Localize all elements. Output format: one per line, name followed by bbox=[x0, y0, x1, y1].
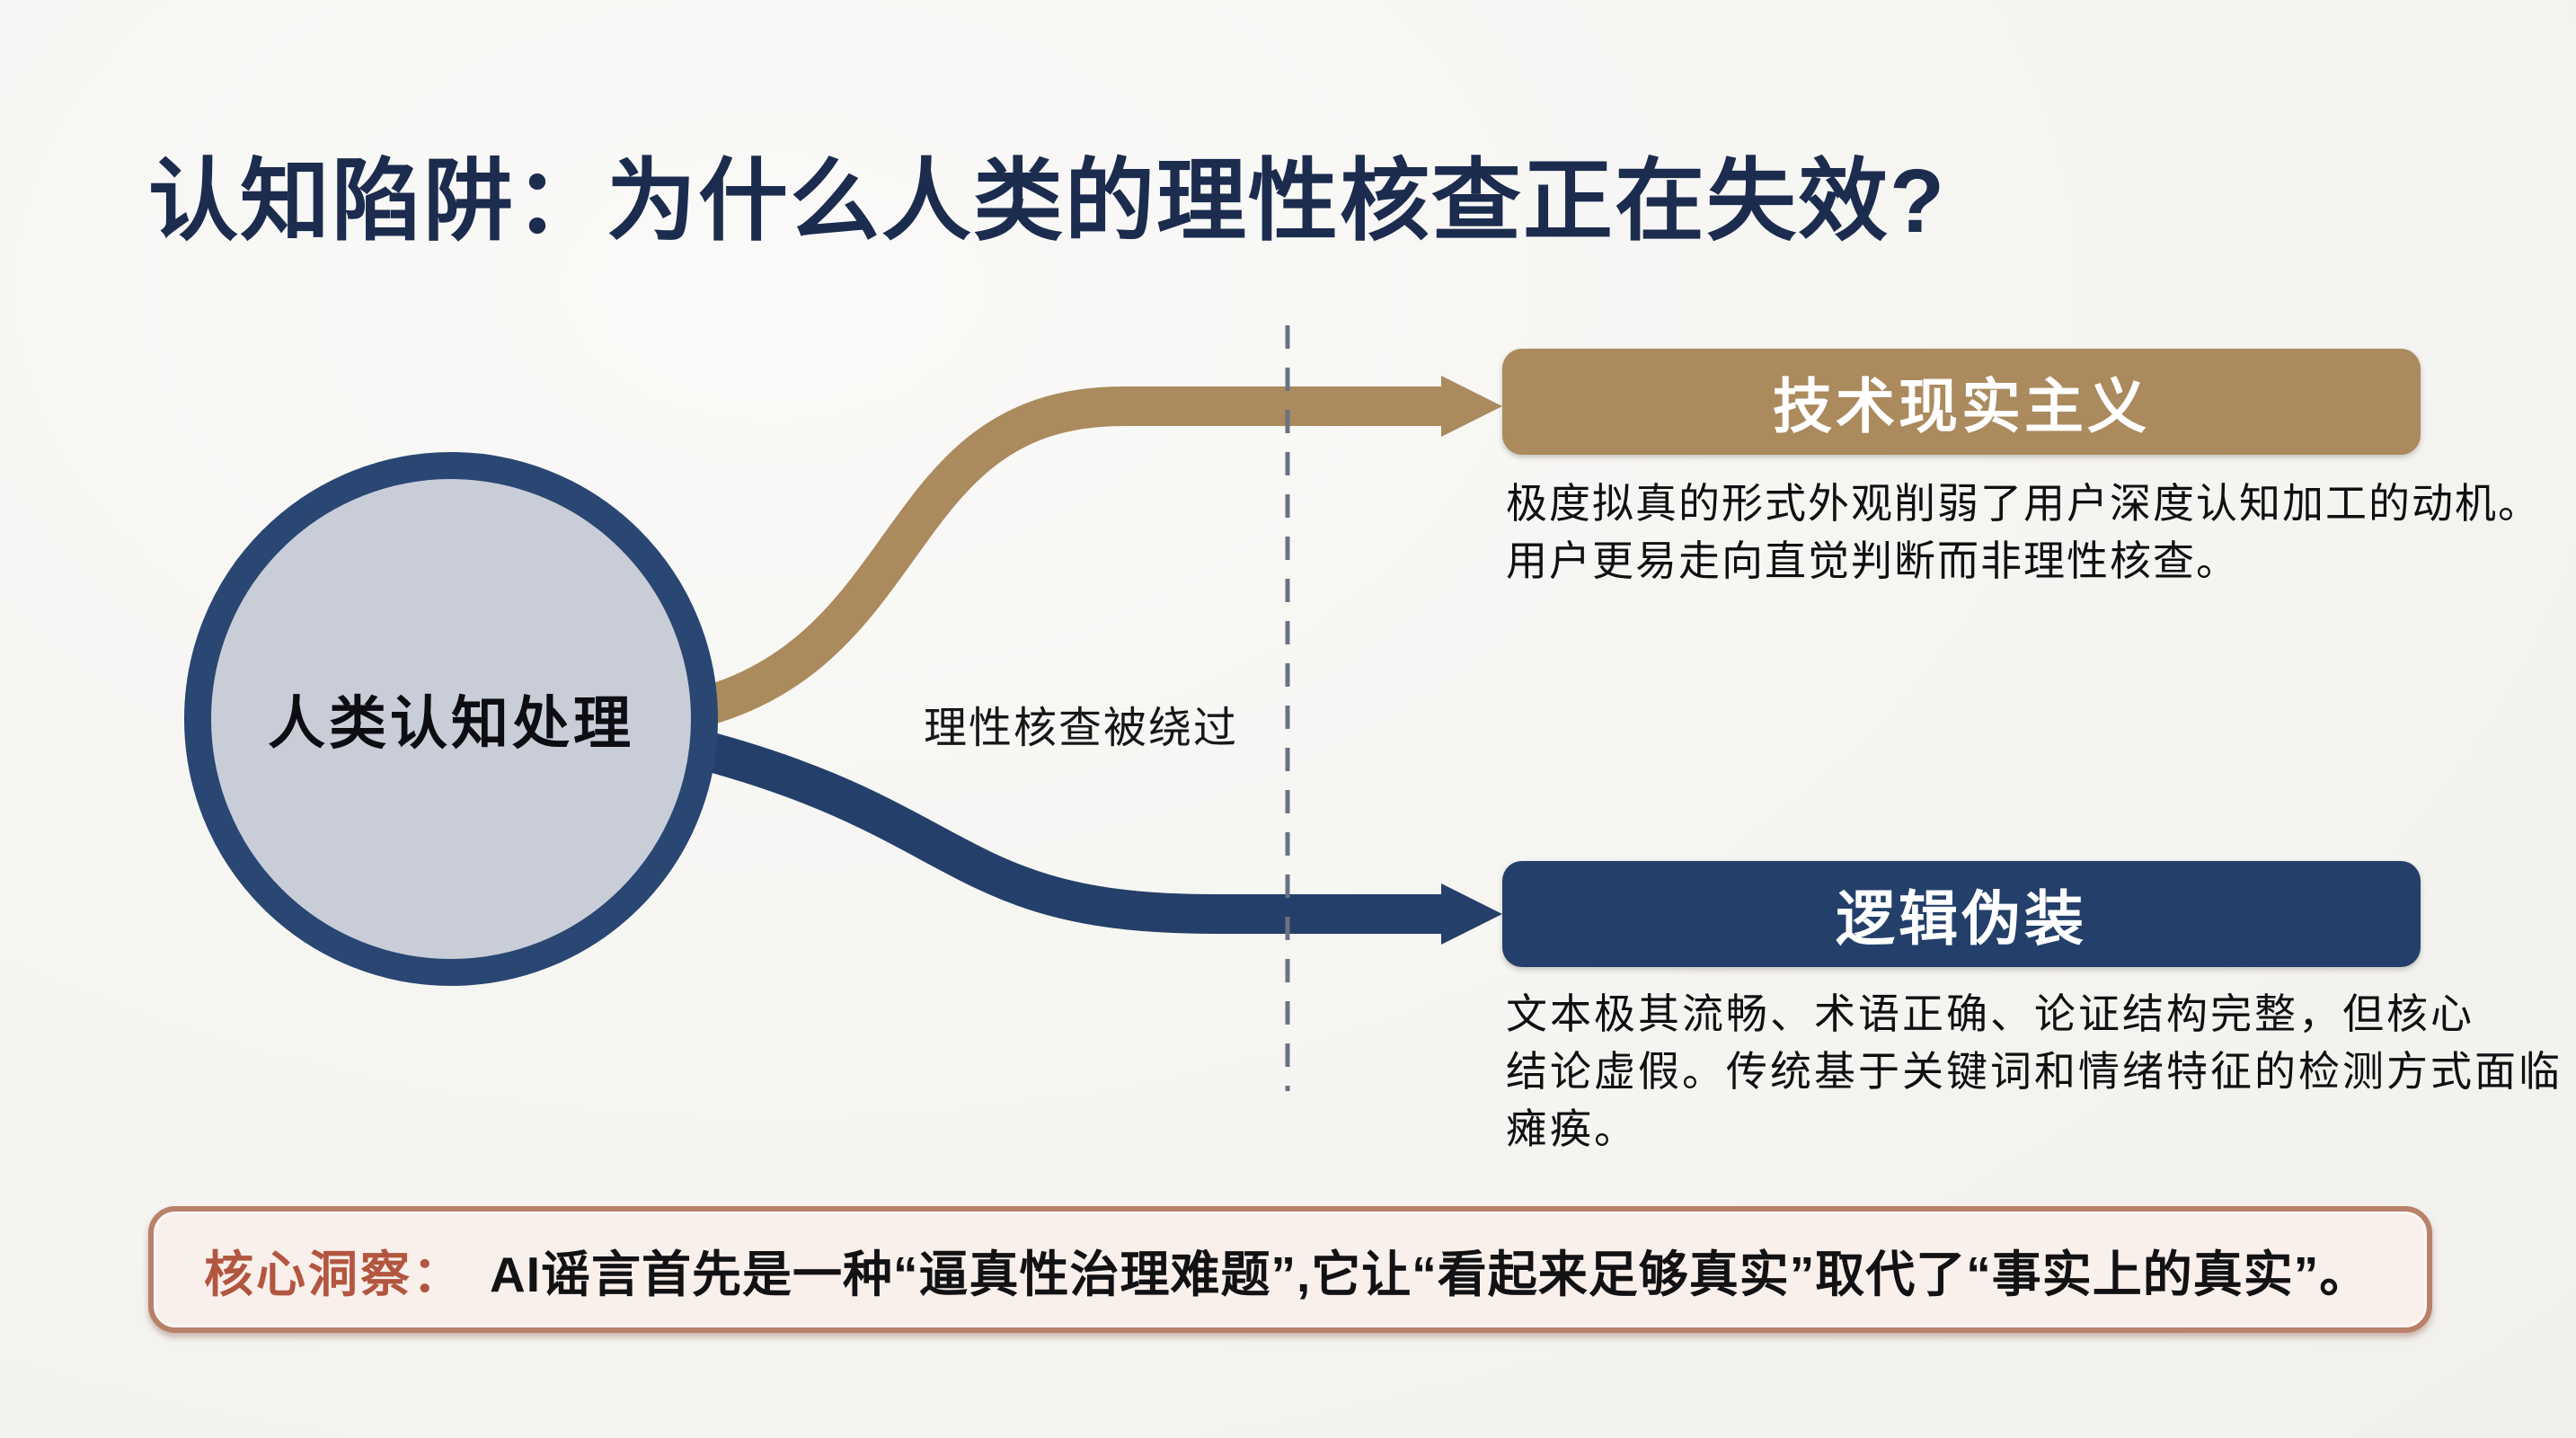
page-title: 认知陷阱：为什么人类的理性核查正在失效? bbox=[148, 151, 1947, 252]
insight-label: 核心洞察： bbox=[204, 1246, 465, 1302]
card-logic-disguise-title: 逻辑伪装 bbox=[1836, 885, 2087, 952]
card-tech-realism-header: 技术现实主义 bbox=[1502, 349, 2421, 455]
card-tech-realism-description: 极度拟真的形式外观削弱了用户深度认知加工的动机。 用户更易走向直觉判断而非理性核… bbox=[1506, 480, 2541, 584]
connector-logic-disguise bbox=[664, 722, 1448, 934]
arrowhead-logic-disguise-icon bbox=[1441, 883, 1502, 945]
insight-box: 核心洞察： AI谣言首先是一种“逼真性治理难题”,它让“看起来足够真实”取代了“… bbox=[148, 1206, 2432, 1333]
arrowhead-tech-realism-icon bbox=[1441, 376, 1502, 437]
card-logic-disguise-description: 文本极其流畅、术语正确、论证结构完整，但核心 结论虚假。传统基于关键词和情绪特征… bbox=[1506, 990, 2563, 1152]
connector-tech-realism bbox=[666, 386, 1448, 734]
node-human-cognition: 人类认知处理 bbox=[184, 452, 718, 986]
branch-label-bypass: 理性核查被绕过 bbox=[924, 705, 1239, 752]
insight-text: AI谣言首先是一种“逼真性治理难题”,它让“看起来足够真实”取代了“事实上的真实… bbox=[490, 1246, 2370, 1302]
card-logic-disguise-header: 逻辑伪装 bbox=[1502, 861, 2421, 967]
node-human-cognition-label: 人类认知处理 bbox=[268, 691, 634, 756]
card-tech-realism-title: 技术现实主义 bbox=[1773, 373, 2150, 439]
